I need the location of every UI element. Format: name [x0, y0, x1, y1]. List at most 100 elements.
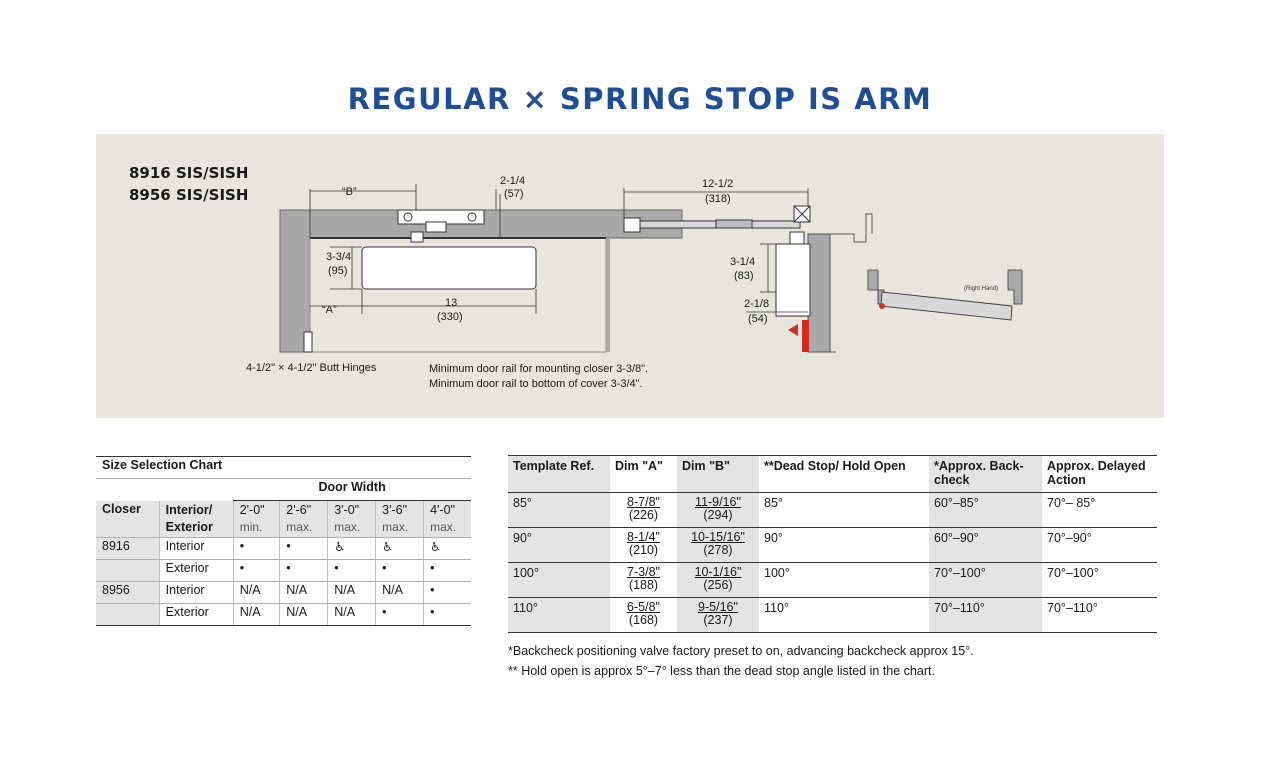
- table-row: 85° 8-7/8"(226) 11-9/16"(294) 85° 60°–85…: [508, 492, 1157, 528]
- dead-stop: 90°: [759, 527, 929, 563]
- dim-b-in: 11-9/16": [695, 495, 741, 509]
- closer-cell: [96, 559, 160, 582]
- delayed-action: 70°– 85°: [1042, 492, 1157, 528]
- dim-13-mm: (330): [437, 311, 463, 323]
- table-row: 8916 Interior • • ♿ ♿ ♿: [96, 537, 471, 560]
- width-cell: •: [375, 559, 424, 582]
- rail-note-1: Minimum door rail for mounting closer 3-…: [429, 363, 649, 375]
- table-row: Exterior • • • • •: [96, 559, 471, 582]
- width-cell: •: [375, 603, 424, 626]
- template-ref: 85°: [508, 492, 610, 528]
- col-closer: Closer: [96, 500, 160, 538]
- delayed-action: 70°–110°: [1042, 597, 1157, 633]
- width-cell: •: [423, 603, 471, 626]
- dim-b-mm: (256): [703, 578, 733, 592]
- width-cell: N/A: [279, 603, 328, 626]
- width-qual: max.: [382, 520, 409, 534]
- width-cell: ♿: [423, 537, 471, 560]
- width-cell: •: [232, 559, 280, 582]
- dim-2-1-8-mm: (54): [748, 313, 768, 325]
- dead-stop: 85°: [759, 492, 929, 528]
- width-cell: N/A: [232, 603, 280, 626]
- rail-note-2: Minimum door rail to bottom of cover 3-3…: [429, 378, 643, 390]
- dim-a-in: 8-1/4": [627, 530, 660, 544]
- dim-b-mm: (237): [703, 613, 733, 627]
- dim-3-3-4: 3-3/4: [326, 251, 351, 263]
- table-row: 8956 Interior N/A N/A N/A N/A •: [96, 581, 471, 604]
- dim-a-in: 6-5/8": [627, 600, 660, 614]
- dim-3-3-4-mm: (95): [328, 265, 348, 277]
- width-size: 2'-6": [286, 503, 312, 517]
- width-cell: •: [423, 559, 471, 582]
- width-cell: N/A: [232, 581, 280, 604]
- width-cell: •: [279, 559, 328, 582]
- width-qual: min.: [239, 520, 263, 534]
- dim-2-1-4-mm: (57): [504, 188, 524, 200]
- delayed-action: 70°–90°: [1042, 527, 1157, 563]
- dim-b-mm: (278): [703, 543, 733, 557]
- door-width-label: Door Width: [233, 478, 471, 501]
- dim-3-1-4-mm: (83): [734, 270, 754, 282]
- side-view: [623, 205, 873, 353]
- closer-cell: 8956: [96, 581, 160, 604]
- dim-a-mm: (188): [628, 578, 659, 592]
- template-ref: 90°: [508, 527, 610, 563]
- dim-b-in: 9-5/16": [698, 600, 738, 614]
- backcheck-note: *Backcheck positioning valve factory pre…: [508, 644, 974, 658]
- plan-view: [867, 269, 1023, 321]
- closer-cell: [96, 603, 160, 626]
- dim-13: 13: [445, 297, 457, 309]
- width-qual: max.: [430, 520, 457, 534]
- dim-2-1-4: 2-1/4: [500, 175, 525, 187]
- hinges-caption: 4-1/2" × 4-1/2" Butt Hinges: [246, 362, 377, 374]
- template-ref: 110°: [508, 597, 610, 633]
- dim-12-1-2-mm: (318): [705, 193, 731, 205]
- header-backcheck: *Approx. Back-check: [929, 455, 1042, 493]
- side-view-dimensions: [623, 188, 836, 353]
- dim-b-label: “B”: [342, 186, 357, 198]
- width-cell: •: [232, 537, 280, 560]
- front-view: [279, 209, 683, 353]
- template-ref: 100°: [508, 562, 610, 598]
- col-int-ext-1: Interior/: [165, 502, 213, 517]
- header-dim-a: Dim "A": [610, 455, 677, 493]
- width-cell: •: [279, 537, 328, 560]
- backcheck: 60°–90°: [929, 527, 1042, 563]
- width-size: 4'-0": [430, 503, 455, 517]
- closer-installation-drawing: “B” 2-1/4 (57) 3-3/4 (95) “A” 13 (330): [279, 175, 1023, 353]
- dim-a-mm: (168): [628, 613, 659, 627]
- width-qual: max.: [334, 520, 361, 534]
- size-chart-title: Size Selection Chart: [96, 456, 471, 479]
- dim-a-in: 8-7/8": [627, 495, 660, 509]
- type-cell: Interior: [158, 581, 234, 604]
- width-cell: N/A: [327, 603, 376, 626]
- size-selection-chart: Size Selection Chart Door Width Closer I…: [96, 456, 471, 626]
- backcheck: 60°–85°: [929, 492, 1042, 528]
- right-hand-label: (Right Hand): [964, 286, 998, 292]
- width-cell: ♿: [375, 537, 424, 560]
- width-cell: N/A: [327, 581, 376, 604]
- front-view-dimensions: [309, 184, 537, 314]
- dim-b-mm: (294): [703, 508, 733, 522]
- dim-12-1-2: 12-1/2: [702, 178, 733, 190]
- dim-3-1-4: 3-1/4: [730, 256, 755, 268]
- width-qual: max.: [286, 520, 313, 534]
- table-row: Exterior N/A N/A N/A • •: [96, 603, 471, 626]
- model-label-8916: 8916 SIS/SISH: [129, 164, 249, 182]
- table-row: 110° 6-5/8"(168) 9-5/16"(237) 110° 70°–1…: [508, 597, 1157, 633]
- backcheck: 70°–110°: [929, 597, 1042, 633]
- model-label-8956: 8956 SIS/SISH: [129, 186, 249, 204]
- dead-stop: 100°: [759, 562, 929, 598]
- closer-cell: 8916: [96, 537, 160, 560]
- type-cell: Exterior: [158, 559, 234, 582]
- header-dead-stop: **Dead Stop/ Hold Open: [759, 455, 929, 493]
- delayed-action: 70°–100°: [1042, 562, 1157, 598]
- width-cell: ♿: [327, 537, 376, 560]
- template-table: Template Ref. Dim "A" Dim "B" **Dead Sto…: [508, 455, 1157, 633]
- diagram-panel: 8916 SIS/SISH 8956 SIS/SISH: [96, 134, 1164, 418]
- header-delayed-action: Approx. Delayed Action: [1042, 455, 1157, 493]
- page-title: REGULAR × SPRING STOP IS ARM: [347, 82, 933, 116]
- width-cell: N/A: [279, 581, 328, 604]
- width-cell: N/A: [375, 581, 424, 604]
- table-row: 100° 7-3/8"(188) 10-1/16"(256) 100° 70°–…: [508, 562, 1157, 598]
